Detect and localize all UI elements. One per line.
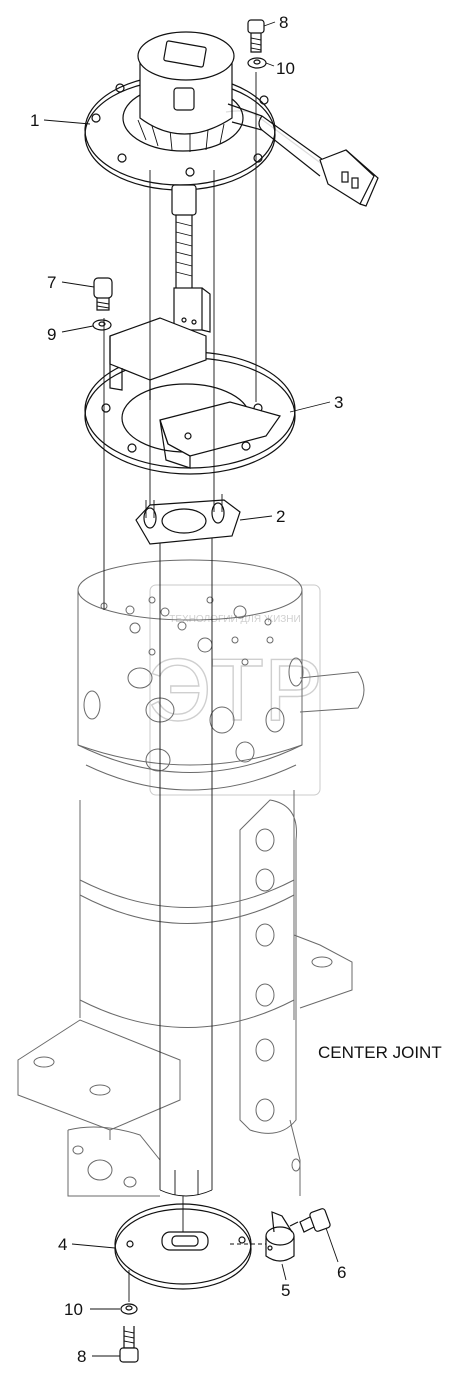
watermark-logo: ТЕХНОЛОГИИ ДЛЯ ЖИЗНИ ЭТР <box>146 584 324 796</box>
part-6-bolt <box>289 1208 331 1233</box>
part-2-plate <box>135 494 241 545</box>
callout-9: 9 <box>47 325 56 344</box>
part-5-stopper <box>265 1211 295 1262</box>
callout-10-bottom: 10 <box>64 1300 83 1319</box>
callout-10-top: 10 <box>276 59 295 78</box>
part-3-mounting-plate <box>84 317 296 475</box>
part-1-sensor-assembly <box>84 31 379 333</box>
part-8-top-bolt <box>247 19 265 53</box>
assembly-guide-lines <box>103 72 266 1302</box>
part-7-bolt <box>93 277 113 311</box>
leader-lines <box>43 21 339 1357</box>
callout-6: 6 <box>337 1263 346 1282</box>
diagram-caption: CENTER JOINT <box>318 1043 442 1062</box>
callout-7: 7 <box>47 273 56 292</box>
callout-labels: 8 10 1 7 9 3 2 4 6 5 10 8 <box>30 13 346 1366</box>
callout-4: 4 <box>58 1235 67 1254</box>
callout-8-top: 8 <box>279 13 288 32</box>
part-9-washer <box>92 319 112 331</box>
center-shaft <box>159 530 213 1197</box>
part-10-bottom-washer <box>120 1303 138 1315</box>
callout-3: 3 <box>334 393 343 412</box>
callout-5: 5 <box>281 1281 290 1300</box>
center-joint-body <box>17 559 365 1197</box>
callout-8-bottom: 8 <box>77 1347 86 1366</box>
part-10-top-washer <box>247 57 267 69</box>
watermark-text: ТЕХНОЛОГИИ ДЛЯ ЖИЗНИ <box>169 614 300 625</box>
callout-1: 1 <box>30 111 39 130</box>
callout-2: 2 <box>276 507 285 526</box>
watermark-letters: ЭТР <box>147 640 323 739</box>
part-8-bottom-bolt <box>119 1326 139 1363</box>
